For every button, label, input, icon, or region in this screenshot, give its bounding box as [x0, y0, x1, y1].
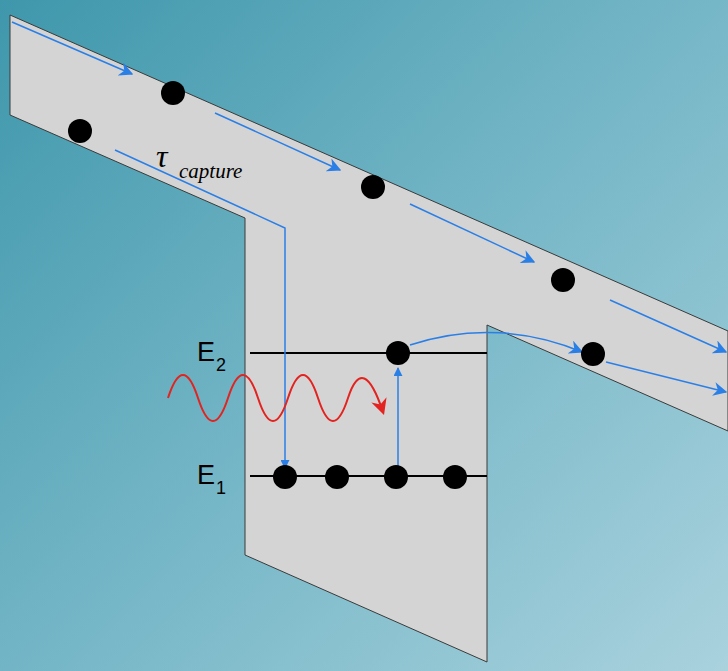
- level-subscript: 1: [216, 479, 226, 497]
- level-subscript: 2: [216, 356, 226, 374]
- level-name: E: [197, 462, 215, 489]
- level-name: E: [197, 339, 215, 366]
- electron-flow-arrows: [12, 22, 726, 470]
- time-constant-symbol: τ: [156, 140, 167, 172]
- photon-wave: [168, 375, 383, 421]
- electrons: [68, 81, 605, 489]
- conduction-band: [10, 15, 728, 662]
- time-constant-subscript: capture: [179, 161, 242, 182]
